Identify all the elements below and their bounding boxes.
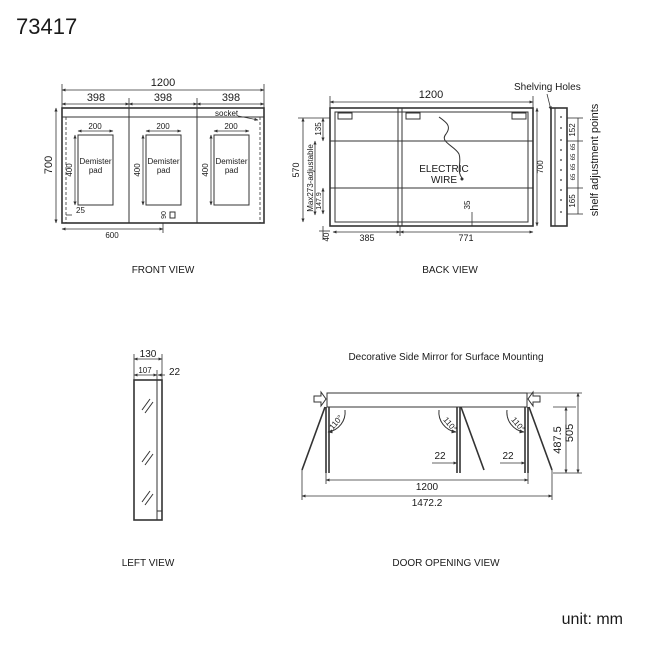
door-cabinet-top xyxy=(326,392,528,408)
pad-1-width: 200 xyxy=(88,122,102,131)
front-view: 1200 398 398 398 700 socket 200 400 Demi… xyxy=(43,77,265,276)
back-view-caption: BACK VIEW xyxy=(422,265,478,276)
back-dim-147: 147.9 xyxy=(316,192,323,210)
demister-pad-1 xyxy=(77,134,114,206)
side-dim-65-3: 65 xyxy=(571,163,577,170)
back-dim-35: 35 xyxy=(463,200,472,209)
pad-1-label-line1: Demister xyxy=(79,157,111,166)
left-inner-label: 107 xyxy=(138,366,152,375)
front-offset-label: 25 xyxy=(76,206,85,215)
pad-2-label-line2: pad xyxy=(157,166,170,175)
model-number: 73417 xyxy=(16,14,77,39)
door-right-open xyxy=(528,406,553,471)
back-cabinet-outline xyxy=(329,107,534,227)
front-section-1-label: 398 xyxy=(87,92,105,104)
back-dim-771: 771 xyxy=(458,233,473,243)
back-width-label: 1200 xyxy=(419,89,443,101)
arrow-right-icon xyxy=(313,390,327,408)
door-angle-3: 110° xyxy=(509,415,526,433)
back-dim-40: 40 xyxy=(322,232,331,241)
left-door-label: 22 xyxy=(169,367,181,378)
door-thickness-left: 22 xyxy=(434,451,446,462)
demister-pad-2 xyxy=(145,134,182,206)
electric-wire-line1: ELECTRIC xyxy=(419,164,468,175)
front-section-2-label: 398 xyxy=(154,92,172,104)
door-dim-505: 505 xyxy=(564,424,576,442)
shelving-holes-icon xyxy=(560,116,562,213)
door-view-title: Decorative Side Mirror for Surface Mount… xyxy=(348,352,543,363)
pad-3-label-line1: Demister xyxy=(215,157,247,166)
switch-icon xyxy=(169,211,176,219)
electric-wire-icon xyxy=(438,116,463,179)
unit-label: unit: mm xyxy=(562,611,623,628)
socket-label: socket xyxy=(215,109,239,118)
front-width-label: 1200 xyxy=(151,77,175,89)
pad-2-height: 400 xyxy=(133,163,142,177)
demister-pad-3 xyxy=(213,134,250,206)
left-profile-outline xyxy=(133,379,163,521)
shelf-adjustment-label: shelf adjustment points xyxy=(589,103,601,216)
front-half-width-label: 600 xyxy=(105,231,119,240)
front-height-label: 700 xyxy=(43,156,55,174)
door-middle-open xyxy=(460,406,485,471)
switch-dim-label: 90 xyxy=(161,211,168,219)
electric-wire-line2: WIRE xyxy=(431,175,457,186)
side-dim-165: 165 xyxy=(568,194,577,208)
left-depth-label: 130 xyxy=(140,349,157,360)
door-left-open xyxy=(301,406,326,471)
door-width-1200: 1200 xyxy=(416,482,439,493)
side-dim-65-4: 65 xyxy=(571,173,577,180)
side-dim-65-2: 65 xyxy=(571,153,577,160)
arrow-left-icon xyxy=(527,390,541,408)
door-opening-view: Decorative Side Mirror for Surface Mount… xyxy=(301,352,582,569)
pad-1-height: 400 xyxy=(65,163,74,177)
pad-3-width: 200 xyxy=(224,122,238,131)
shelving-holes-label: Shelving Holes xyxy=(514,82,581,93)
side-profile-outline xyxy=(550,107,568,227)
back-dim-700: 700 xyxy=(536,160,545,174)
side-dim-65-1: 65 xyxy=(571,143,577,150)
door-angle-2: 110° xyxy=(441,415,458,433)
back-dim-135: 135 xyxy=(314,122,323,136)
door-dim-487: 487.5 xyxy=(552,426,564,454)
mirror-glare-icon xyxy=(141,398,154,506)
left-view: 130 107 22 LEFT VIEW xyxy=(122,349,181,569)
pad-3-label-line2: pad xyxy=(225,166,238,175)
door-view-caption: DOOR OPENING VIEW xyxy=(392,558,500,569)
door-thickness-right: 22 xyxy=(502,451,514,462)
pad-2-label-line1: Demister xyxy=(147,157,179,166)
left-view-caption: LEFT VIEW xyxy=(122,558,175,569)
back-dim-570: 570 xyxy=(291,162,301,177)
back-view: 1200 ELECTRIC WIRE 570 Max273-adjustable… xyxy=(291,82,601,276)
side-dim-152: 152 xyxy=(568,123,577,137)
back-dim-385: 385 xyxy=(359,233,374,243)
door-open-width: 1472.2 xyxy=(412,498,443,509)
front-view-caption: FRONT VIEW xyxy=(132,265,195,276)
back-dim-max273: Max273-adjustable xyxy=(306,144,315,212)
pad-1-label-line2: pad xyxy=(89,166,102,175)
pad-2-width: 200 xyxy=(156,122,170,131)
front-section-3-label: 398 xyxy=(222,92,240,104)
pad-3-height: 400 xyxy=(201,163,210,177)
